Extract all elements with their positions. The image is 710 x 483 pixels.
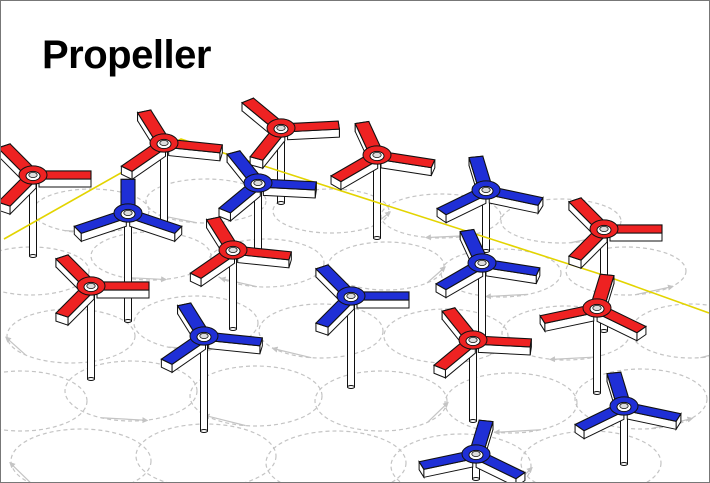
red-propeller — [240, 97, 341, 170]
floor-circle — [258, 303, 384, 359]
hub-cap — [471, 450, 481, 457]
pole-base — [600, 329, 608, 333]
hub-cap — [199, 332, 209, 339]
page-title: Propeller — [42, 33, 211, 77]
floor-circle — [565, 246, 687, 296]
red-propeller — [189, 216, 293, 288]
pole-base — [200, 429, 208, 433]
direction-arrow — [700, 354, 709, 359]
pole-base — [620, 462, 628, 466]
blue-propeller — [73, 178, 183, 243]
red-propeller — [329, 120, 436, 191]
hub-cap — [592, 304, 602, 311]
propellers — [1, 97, 682, 482]
blue-propeller — [217, 150, 318, 222]
blue-propeller — [160, 302, 264, 374]
pole — [593, 311, 601, 394]
red-propeller — [54, 254, 150, 327]
blue-propeller — [418, 419, 527, 482]
hub-cap — [468, 336, 478, 343]
hub-cap — [619, 402, 629, 409]
poles — [29, 131, 628, 481]
floor-circle — [444, 372, 578, 434]
red-propeller — [120, 109, 224, 181]
floor-circle — [440, 248, 562, 298]
direction-arrow — [203, 413, 246, 427]
hub-cap — [159, 139, 169, 146]
hub-cap — [123, 209, 133, 216]
blade-edge — [96, 289, 150, 299]
blue-propeller — [573, 371, 682, 440]
floor-circle — [10, 428, 152, 482]
floor-circle — [272, 188, 390, 234]
blade-edge — [38, 178, 92, 188]
floor-circle — [390, 433, 532, 482]
hub-cap — [28, 171, 38, 178]
floor-circle — [145, 178, 267, 224]
pole-base — [29, 254, 37, 258]
pole-base — [277, 201, 285, 205]
direction-arrow — [9, 461, 31, 482]
floor-circle — [1, 246, 90, 296]
pole — [124, 216, 132, 322]
hub-cap — [599, 225, 609, 232]
pole — [200, 339, 208, 432]
floor-circle — [500, 198, 622, 244]
direction-arrow — [493, 429, 541, 436]
floor-circle — [1, 370, 88, 432]
floor-circle — [314, 370, 448, 432]
blade-edge — [356, 299, 410, 309]
floor-circle — [64, 360, 198, 422]
blade-edge — [609, 232, 663, 242]
pole-base — [373, 236, 381, 240]
direction-arrow — [5, 336, 27, 356]
direction-arrow — [101, 417, 149, 424]
direction-arrow — [484, 293, 529, 300]
red-propeller — [539, 273, 648, 342]
direction-arrow — [427, 401, 449, 423]
pole-base — [124, 319, 132, 323]
pole-base — [347, 385, 355, 389]
pole-base — [87, 377, 95, 381]
red-propeller — [1, 143, 92, 216]
pole-base — [593, 391, 601, 395]
pole-base — [229, 327, 237, 331]
hub-cap — [253, 179, 263, 186]
pole — [373, 158, 381, 239]
direction-arrow — [549, 356, 596, 363]
hub-cap — [86, 282, 96, 289]
hub-cap — [346, 292, 356, 299]
blue-propeller — [435, 155, 544, 224]
blue-propeller — [434, 228, 541, 299]
hub-cap — [276, 125, 286, 132]
hub-cap — [228, 246, 238, 253]
direction-arrow — [635, 284, 674, 296]
red-propeller — [567, 197, 663, 270]
direction-arrow — [271, 346, 312, 359]
floor-circle — [574, 368, 708, 430]
red-propeller — [432, 307, 533, 379]
hub-cap — [477, 259, 487, 266]
floor-circle — [6, 308, 136, 364]
direction-arrow — [219, 276, 258, 288]
hub-cap — [481, 186, 491, 193]
pole-base — [472, 477, 480, 481]
pole-base — [469, 419, 477, 423]
floor-circle — [520, 430, 662, 482]
blue-propeller — [314, 264, 410, 337]
floor-circle — [265, 430, 407, 482]
hub-cap — [372, 151, 382, 158]
floor-circle — [189, 365, 323, 427]
